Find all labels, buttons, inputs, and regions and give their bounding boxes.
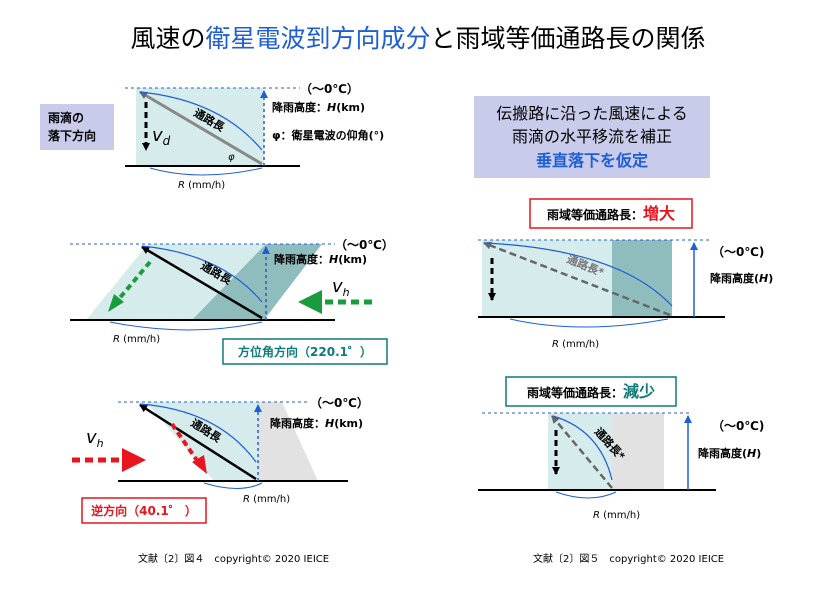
increase-box — [529, 198, 693, 229]
title-prefix: 風速の — [130, 24, 205, 53]
range-label: R (mm/h) — [552, 339, 599, 350]
rain-height-label: 降雨高度：H(km) — [274, 252, 367, 266]
approx-zero-label: （～0℃) — [712, 244, 764, 259]
vd-label: vd — [152, 125, 171, 148]
panel-increase: 雨域等価通路長：増大 通路長* （～0℃) 降雨高度(H) R (mm/h) — [478, 198, 773, 350]
decrease-label: 雨域等価通路長：減少 — [527, 382, 655, 401]
decrease-box — [505, 376, 677, 407]
title-suffix: と雨域等価通路長の関係 — [431, 24, 706, 53]
approx-zero-label: （～0℃） — [300, 81, 359, 96]
range-label: R (mm/h) — [113, 334, 160, 345]
vh-label: vh — [332, 276, 350, 299]
note-background — [474, 96, 710, 178]
rain-height-label: 降雨高度(H) — [698, 446, 761, 460]
arc-curve — [552, 415, 613, 481]
range-arc — [203, 482, 263, 489]
range-arc — [109, 321, 263, 331]
range-label: R (mm/h) — [178, 180, 225, 191]
rain-region-dark — [192, 244, 322, 320]
range-arc — [555, 491, 617, 499]
arc-curve — [139, 403, 257, 463]
rain-region-gray — [612, 413, 664, 490]
rain-region-light — [482, 240, 612, 317]
increase-label: 雨域等価通路長：増大 — [547, 204, 675, 223]
note-line1: 伝搬路に沿った風速による — [496, 104, 688, 123]
azimuth-label: 方位角方向（220.1゜） — [238, 344, 372, 359]
green-drift-arrowhead — [108, 294, 124, 312]
caption-left: 文献〔2〕図４ copyright© 2020 IEICE — [138, 552, 329, 565]
path-length-arrow — [483, 241, 671, 317]
arc-curve — [139, 91, 263, 151]
raindrop-direction-box — [40, 104, 114, 150]
green-drift-arrow-shaft — [116, 260, 152, 302]
panel-azimuth: vh 通路長 （～0℃） 降雨高度：H(km) R (mm/h) 方位角方向（2… — [70, 237, 394, 365]
panel-reverse: vh 通路長 （～0℃） 降雨高度：H(km) R (mm/h) 逆方向（40.… — [72, 395, 369, 524]
note-line2: 雨滴の水平移流を補正 — [512, 127, 672, 146]
range-label: R (mm/h) — [243, 494, 290, 505]
path-length-arrow — [139, 403, 257, 481]
rain-height-label: 降雨高度：H(km) — [272, 100, 365, 114]
azimuth-box — [222, 338, 388, 365]
red-drift-arrowhead — [192, 455, 207, 474]
reverse-box — [81, 497, 207, 524]
rain-region-gray — [258, 402, 318, 481]
wind-arrowhead — [122, 448, 146, 472]
red-drift-arrow-shaft — [170, 422, 200, 464]
path-length-arrow — [141, 245, 263, 320]
phi-symbol: φ — [228, 152, 235, 163]
panel-vertical-fall: vd 通路長 φ （～0℃） 降雨高度：H(km) φ：衛星電波の仰角(°) R… — [40, 81, 384, 191]
rain-region-dark — [612, 240, 672, 317]
slide-title: 風速の衛星電波到方向成分と雨域等価通路長の関係 — [130, 24, 705, 53]
approx-zero-label: （～0℃） — [310, 395, 369, 410]
caption-right: 文献〔2〕図５ copyright© 2020 IEICE — [533, 552, 724, 565]
reverse-label: 逆方向（40.1゜ ） — [91, 503, 197, 518]
approx-zero-label: （～0℃) — [712, 418, 764, 433]
range-label: R (mm/h) — [593, 510, 640, 521]
vh-label: vh — [86, 427, 104, 450]
path-length-arrow — [139, 90, 263, 166]
arc-curve — [485, 242, 673, 307]
raindrop-label-line2: 落下方向 — [48, 128, 96, 143]
note-box: 伝搬路に沿った風速による 雨滴の水平移流を補正 垂直落下を仮定 — [474, 96, 710, 178]
arc-curve — [141, 245, 263, 303]
phi-caption: φ：衛星電波の仰角(°) — [272, 128, 384, 142]
approx-zero-label: （～0℃） — [335, 237, 394, 252]
range-arc — [149, 167, 263, 176]
title-highlight: 衛星電波到方向成分 — [205, 24, 430, 53]
rain-height-label: 降雨高度(H) — [710, 271, 773, 285]
rain-height-label: 降雨高度：H(km) — [270, 416, 363, 430]
path-length-arrow — [551, 415, 613, 489]
panel-decrease: 雨域等価通路長：減少 通路長* （～0℃) 降雨高度(H) R (mm/h) — [478, 376, 764, 521]
note-line3: 垂直落下を仮定 — [536, 151, 648, 170]
wind-arrowhead — [298, 290, 322, 314]
raindrop-label-line1: 雨滴の — [48, 110, 84, 125]
range-arc — [509, 318, 669, 328]
